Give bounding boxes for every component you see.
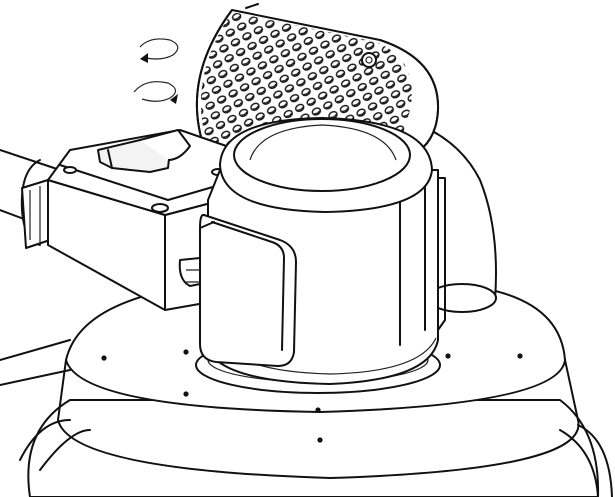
- cable-gland: [21, 179, 51, 249]
- perforated-drum: [195, 3, 440, 161]
- rotation-arrow-icon: [139, 38, 179, 63]
- motor-cap: [219, 117, 433, 213]
- switch-handle: [97, 129, 191, 173]
- motor-ribs: [186, 177, 446, 331]
- terminal-box: [199, 213, 297, 367]
- rotation-arrow-icon: [133, 81, 178, 104]
- base-housing: [19, 284, 613, 497]
- side-pipe: [0, 149, 71, 386]
- switch-box: [47, 129, 239, 311]
